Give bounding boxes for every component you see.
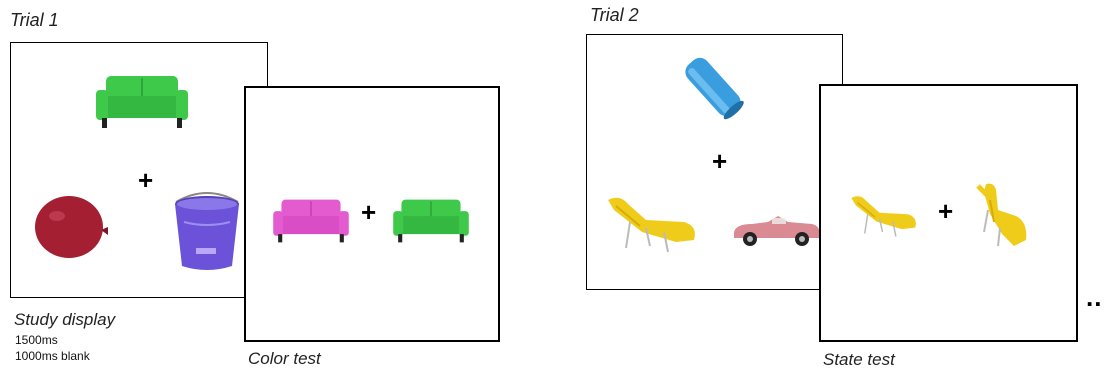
red-balloon-icon (35, 196, 108, 258)
yellow-lounger-icon (608, 197, 695, 253)
blank-duration-text: 1000ms blank (15, 349, 90, 363)
green-sofa-icon (393, 199, 469, 243)
study-duration-text: 1500ms (15, 333, 58, 347)
blue-tube-icon (685, 57, 744, 120)
trial-2-title: Trial 2 (590, 5, 639, 25)
continuation-dots: .. (1086, 282, 1103, 312)
yellow-lounger-icon (851, 196, 916, 237)
study-display-caption: Study display (14, 310, 116, 329)
fixation-cross: + (938, 196, 954, 226)
green-sofa-icon (96, 76, 188, 128)
yellow-lounger-icon (976, 183, 1027, 247)
fixation-cross: + (712, 146, 728, 176)
pink-car-icon (734, 216, 820, 246)
state-test-caption: State test (823, 350, 895, 369)
purple-bucket-icon (175, 192, 239, 270)
trial-1-title: Trial 1 (10, 10, 59, 30)
color-test-caption: Color test (248, 349, 321, 368)
fixation-cross: + (361, 197, 377, 227)
pink-sofa-icon (273, 199, 349, 243)
state-test-frame (819, 84, 1078, 342)
fixation-cross: + (138, 165, 154, 195)
